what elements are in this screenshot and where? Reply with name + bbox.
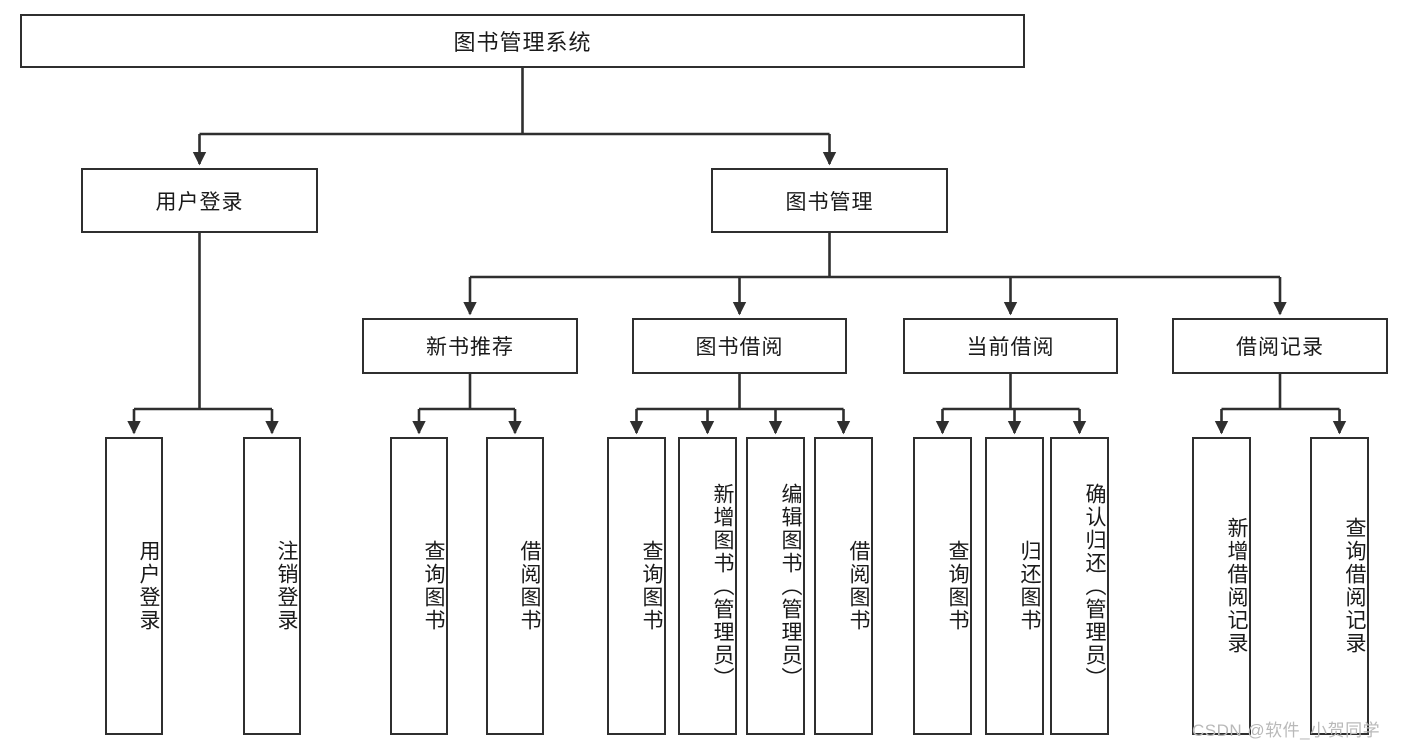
leaf-node-add-borrow-record[interactable]: 新增借阅记录 [1192, 437, 1251, 735]
leaf-node-query-book-borrow[interactable]: 查询图书 [607, 437, 666, 735]
node-current-borrow[interactable]: 当前借阅 [903, 318, 1118, 374]
csdn-watermark: CSDN @软件_小贺同学 [1192, 721, 1381, 740]
node-label: 图书借阅 [695, 336, 784, 359]
leaf-node-query-book-current[interactable]: 查询图书 [913, 437, 972, 735]
leaf-node-return-book[interactable]: 归还图书 [985, 437, 1044, 735]
leaf-node-query-book-recommend[interactable]: 查询图书 [390, 437, 448, 735]
leaf-node-user-login[interactable]: 用户登录 [105, 437, 163, 735]
node-label: 确认归还（管理员） [1083, 482, 1106, 690]
node-label: 借阅图书 [847, 540, 870, 632]
node-label: 查询图书 [422, 540, 445, 632]
leaf-node-add-book-admin[interactable]: 新增图书（管理员） [678, 437, 737, 735]
node-label: 新书推荐 [426, 336, 514, 359]
node-label: 用户登录 [137, 540, 160, 632]
leaf-node-query-borrow-record[interactable]: 查询借阅记录 [1310, 437, 1369, 735]
leaf-node-edit-book-admin[interactable]: 编辑图书（管理员） [746, 437, 805, 735]
node-label: 编辑图书（管理员） [779, 482, 802, 690]
node-label: 注销登录 [275, 540, 298, 632]
node-label: 图书管理系统 [453, 30, 592, 55]
node-book-management[interactable]: 图书管理 [711, 168, 948, 233]
node-label: 当前借阅 [966, 336, 1055, 359]
node-borrow-record[interactable]: 借阅记录 [1172, 318, 1388, 374]
node-label: 查询图书 [946, 540, 969, 632]
node-root-system[interactable]: 图书管理系统 [20, 14, 1025, 68]
node-book-borrow[interactable]: 图书借阅 [632, 318, 847, 374]
node-label: 借阅图书 [518, 540, 541, 632]
node-label: 归还图书 [1018, 540, 1041, 632]
leaf-node-borrow-book[interactable]: 借阅图书 [814, 437, 873, 735]
node-label: 借阅记录 [1236, 336, 1324, 359]
leaf-node-confirm-return-admin[interactable]: 确认归还（管理员） [1050, 437, 1109, 735]
leaf-node-borrow-book-recommend[interactable]: 借阅图书 [486, 437, 544, 735]
node-label: 新增借阅记录 [1225, 517, 1248, 655]
node-label: 图书管理 [785, 190, 874, 214]
node-label: 新增图书（管理员） [711, 482, 734, 690]
node-new-book-recommend[interactable]: 新书推荐 [362, 318, 578, 374]
node-label: 查询借阅记录 [1343, 517, 1366, 655]
node-user-login[interactable]: 用户登录 [81, 168, 318, 233]
node-label: 用户登录 [155, 190, 244, 214]
leaf-node-logout[interactable]: 注销登录 [243, 437, 301, 735]
node-label: 查询图书 [640, 540, 663, 632]
